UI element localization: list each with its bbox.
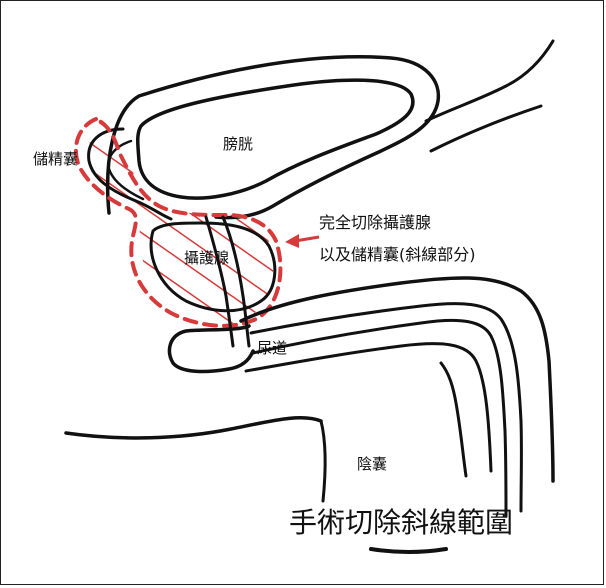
urethral-channel-upper [251,304,521,511]
urethra-label: 尿道 [257,341,287,356]
annotation-line-1: 完全切除攝護腺 [319,215,431,231]
penis-inner-bottom [246,344,491,471]
annotation-line-2: 以及儲精囊(斜線部分) [319,247,476,263]
perineum-line [66,418,321,438]
scrotum-inner-curve [441,363,466,476]
seminal-vesicle-label: 儲精囊 [33,152,78,167]
thigh-line [321,421,325,501]
bladder-inner-outline [138,80,413,198]
caption: 手術切除斜線範圍 [289,509,513,537]
pubic-bone-outline [169,326,253,371]
annotation-arrow-head [285,234,299,248]
bottom-contour [371,549,446,552]
prostate-label: 攝護腺 [184,251,229,266]
scrotum-label: 陰囊 [357,457,387,472]
bladder-outer-outline [108,57,439,218]
bladder-label: 膀胱 [223,137,253,152]
